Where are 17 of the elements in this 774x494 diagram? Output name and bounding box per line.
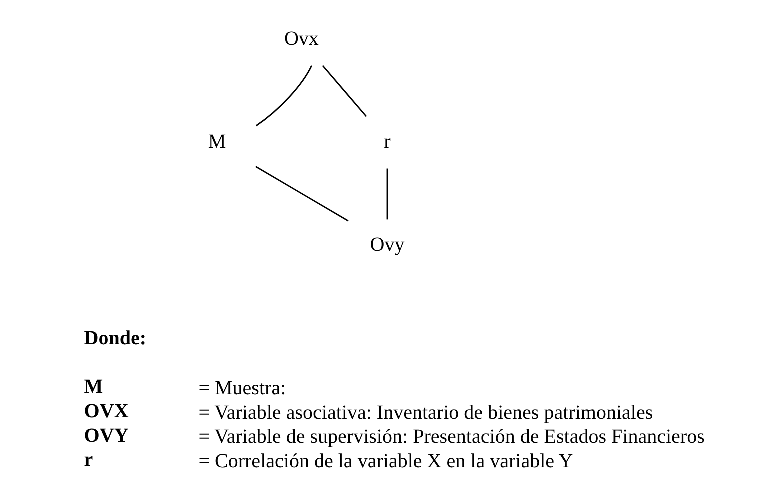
label: = Muestra: xyxy=(198,378,286,400)
label: r xyxy=(84,449,93,472)
node-text: Ovy xyxy=(370,234,404,256)
node-text: Ovx xyxy=(284,28,318,50)
label: M xyxy=(84,376,103,398)
label: OVX xyxy=(84,400,128,422)
label: = Correlación de la variable X en la variable Y xyxy=(198,450,573,473)
connector xyxy=(255,65,312,127)
connector xyxy=(255,166,348,222)
connector xyxy=(322,65,367,118)
connector xyxy=(386,168,388,220)
node-text: M xyxy=(208,130,226,153)
label: OVY xyxy=(84,424,128,447)
label: = Variable de supervisión: Presentación de Estados Financieros xyxy=(198,426,704,448)
node-text: r xyxy=(384,130,390,153)
label: Donde: xyxy=(84,328,146,350)
label: = Variable asociativa: Inventario de bienes patrimoniales xyxy=(198,402,653,424)
